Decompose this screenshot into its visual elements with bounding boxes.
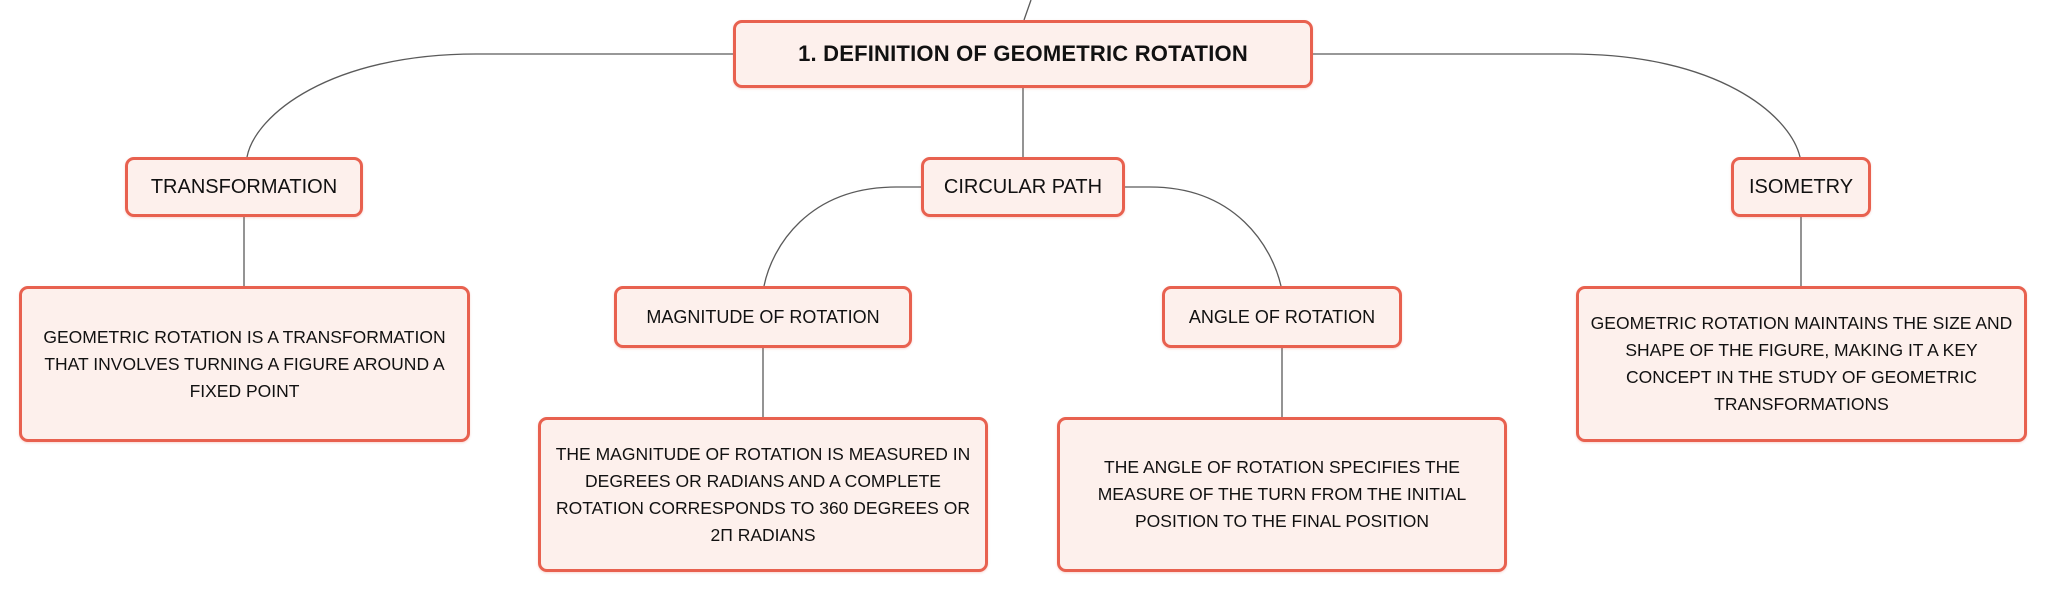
topic-node-label: ISOMETRY <box>1748 175 1854 198</box>
connector-parent-to-root <box>1023 0 1032 21</box>
topic-node-label: CIRCULAR PATH <box>943 175 1103 198</box>
root-node[interactable]: 1. DEFINITION OF GEOMETRIC ROTATION <box>733 20 1313 88</box>
connector-root-to-transformation <box>246 53 733 158</box>
subtopic-node-magnitude-of-rotation[interactable]: MAGNITUDE OF ROTATION <box>614 286 912 348</box>
description-text: GEOMETRIC ROTATION MAINTAINS THE SIZE AN… <box>1590 313 2013 414</box>
description-text: GEOMETRIC ROTATION IS A TRANSFORMATION T… <box>43 326 446 401</box>
subtopic-node-angle-of-rotation[interactable]: ANGLE OF ROTATION <box>1162 286 1402 348</box>
topic-node-label: TRANSFORMATION <box>150 175 338 198</box>
connector-root-to-isometry <box>1313 53 1801 158</box>
topic-node-transformation[interactable]: TRANSFORMATION <box>125 157 363 217</box>
description-text: THE ANGLE OF ROTATION SPECIFIES THE MEAS… <box>1097 457 1467 531</box>
subtopic-node-label: ANGLE OF ROTATION <box>1188 306 1376 327</box>
description-text: THE MAGNITUDE OF ROTATION IS MEASURED IN… <box>555 443 971 545</box>
description-node-isometry[interactable]: GEOMETRIC ROTATION MAINTAINS THE SIZE AN… <box>1576 286 2027 442</box>
root-node-label: 1. DEFINITION OF GEOMETRIC ROTATION <box>798 41 1248 66</box>
connector-circular-path-to-magnitude <box>763 186 921 287</box>
subtopic-node-label: MAGNITUDE OF ROTATION <box>646 306 880 327</box>
topic-node-circular-path[interactable]: CIRCULAR PATH <box>921 157 1125 217</box>
description-node-angle-of-rotation[interactable]: THE ANGLE OF ROTATION SPECIFIES THE MEAS… <box>1057 417 1507 572</box>
connector-circular-path-to-angle <box>1125 186 1282 287</box>
description-node-transformation[interactable]: GEOMETRIC ROTATION IS A TRANSFORMATION T… <box>19 286 470 442</box>
topic-node-isometry[interactable]: ISOMETRY <box>1731 157 1871 217</box>
description-node-magnitude-of-rotation[interactable]: THE MAGNITUDE OF ROTATION IS MEASURED IN… <box>538 417 988 572</box>
